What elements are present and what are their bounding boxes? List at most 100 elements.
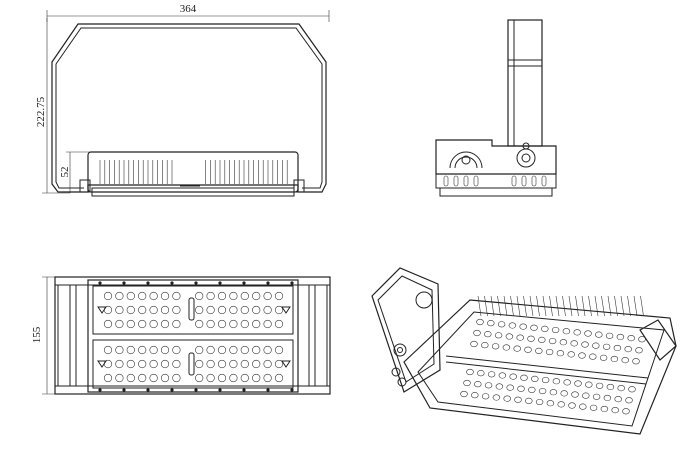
led [463,379,471,387]
led [492,394,501,401]
fin [562,295,566,317]
screw [242,281,246,285]
led [103,291,113,301]
led [563,379,571,386]
led [562,328,571,335]
led [229,305,238,315]
led [149,305,158,315]
led [115,291,124,301]
led [610,355,619,363]
fin [601,295,605,317]
led [527,335,535,342]
led [160,373,170,383]
heatsink-fins [99,160,288,184]
led [509,373,517,380]
led [240,345,249,355]
dimension-width-bottom: 155 [31,276,60,395]
led [115,345,124,355]
led [240,305,249,315]
led [172,291,181,301]
led [538,336,546,344]
led [195,373,204,383]
led [570,340,578,347]
screw [122,281,126,285]
led [466,368,474,376]
led [585,381,593,388]
led [627,335,635,342]
led [160,345,170,355]
led [616,333,625,341]
slot [521,175,527,187]
screw [266,388,270,392]
led [622,408,630,415]
led [592,342,600,349]
slot [473,175,479,187]
led [138,319,147,329]
led [263,305,272,315]
fin [581,295,586,317]
led [263,345,272,355]
dimension-label-155: 155 [31,326,43,343]
screw [98,388,102,392]
front-view: 364 222.75 52 [35,3,330,197]
led [595,382,604,389]
led [195,359,204,369]
led [600,405,609,413]
led [172,319,181,329]
dimension-width-top: 364 [46,3,330,22]
led [217,345,227,355]
led [172,305,181,315]
led [628,386,636,393]
fin [490,295,495,317]
led [573,329,581,336]
led [513,345,521,352]
led [126,373,135,383]
led [574,380,582,387]
led [115,305,124,315]
screw [218,281,222,285]
screw [146,281,150,285]
led [603,394,612,402]
led [206,305,215,315]
led [470,340,478,348]
led [195,319,204,329]
led [252,373,261,383]
led [519,323,527,330]
bottom-view: 155 [31,276,331,395]
fin [549,295,553,317]
led [546,400,555,407]
led [252,291,261,301]
led [263,373,272,383]
led [217,291,227,301]
fin [542,295,547,317]
led [632,358,640,365]
led [571,391,579,398]
led [557,401,565,408]
led [481,393,490,400]
fin [536,295,540,317]
screw [194,388,198,392]
led [531,375,539,383]
dimension-height-side: 222.75 [35,18,70,194]
led [240,373,249,383]
led [229,373,238,383]
led [602,343,611,350]
led [503,395,511,402]
led [625,397,633,404]
led [206,319,215,329]
led [613,344,622,352]
fin [477,295,482,317]
led [474,381,482,388]
led [263,359,272,369]
fin [627,295,631,317]
fin [555,295,560,317]
fin [484,295,488,317]
led [229,345,238,355]
led [149,373,158,383]
led [229,291,238,301]
led [517,385,525,392]
led [217,319,227,329]
slot [463,175,469,187]
led [494,332,503,339]
dimension-label-52: 52 [59,167,71,178]
